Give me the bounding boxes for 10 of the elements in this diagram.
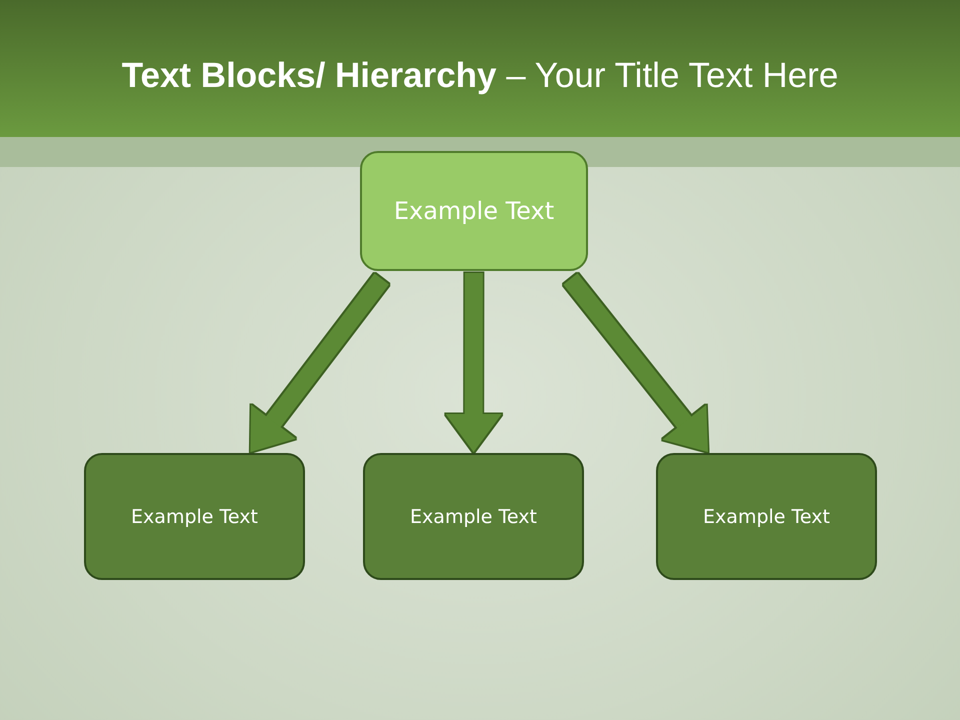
node-label: Example Text — [131, 506, 258, 528]
slide-title: Text Blocks/ Hierarchy – Your Title Text Here — [120, 56, 840, 96]
node-label: Example Text — [394, 197, 554, 225]
node-label: Example Text — [410, 506, 537, 528]
block-arrow — [446, 273, 502, 452]
node-label: Example Text — [703, 506, 830, 528]
child-box — [84, 453, 305, 580]
child-box — [363, 453, 584, 580]
child-box — [656, 453, 877, 580]
top-level-box — [360, 151, 588, 271]
